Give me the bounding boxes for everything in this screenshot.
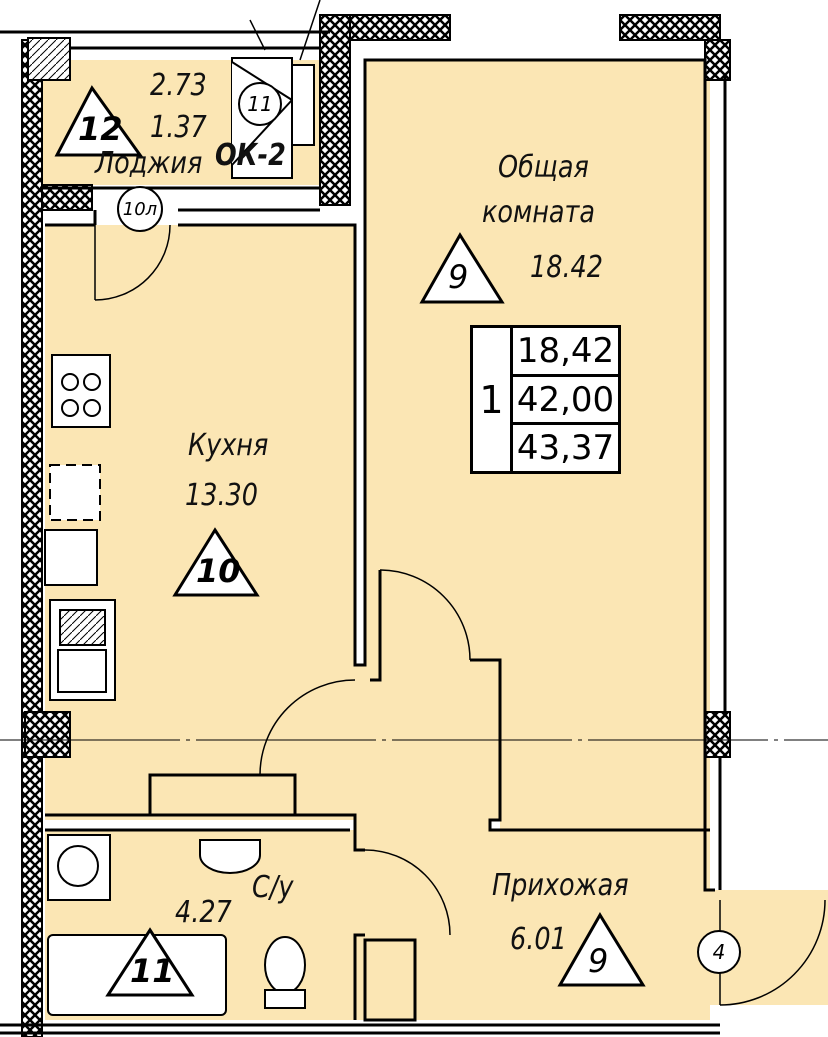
loggia-reduced-area: 1.37 [150,110,207,145]
ac-marker: 11 [238,82,282,126]
living-area-value: 18,42 [513,328,618,377]
window-label: ОК-2 [215,138,286,173]
kitchen-name: Кухня [188,428,269,463]
door-swings [94,0,826,1006]
hallway-area: 6.01 [510,922,567,957]
interior-walls [0,30,828,1035]
exterior-walls [21,14,731,1037]
fridge-icon [49,464,101,521]
area-values: 18,42 42,00 43,37 [513,328,618,471]
bathroom-name: С/у [252,870,294,905]
washbasin-icon [199,839,261,874]
kitchen-marker: 10 [196,552,241,590]
bathroom-marker: 11 [130,952,175,990]
room-count: 1 [473,328,513,471]
hallway-name: Прихожая [492,868,629,903]
counter-icon [44,529,98,586]
bathroom-area: 4.27 [175,895,232,930]
room-marker-triangles [54,85,646,997]
entrance-door-marker: 4 [697,930,741,974]
stove-icon [51,354,111,428]
hallway-marker: 9 [588,942,609,980]
toilet-icon [264,936,306,994]
total-with-loggia-value: 43,37 [516,428,615,469]
loggia-marker: 12 [78,110,123,148]
loggia-name: Лоджия [95,146,203,181]
total-area-value: 42,00 [513,377,618,426]
loggia-area: 2.73 [150,68,207,103]
living-marker: 9 [448,258,469,296]
living-name-1: Общая [498,150,589,185]
living-area: 18.42 [530,250,604,285]
kitchen-area: 13.30 [185,478,259,513]
apartment-area-table: 1 18,42 42,00 43,37 [470,325,621,474]
living-name-2: комната [482,195,596,230]
door-marker-10l: 10л [117,186,163,232]
